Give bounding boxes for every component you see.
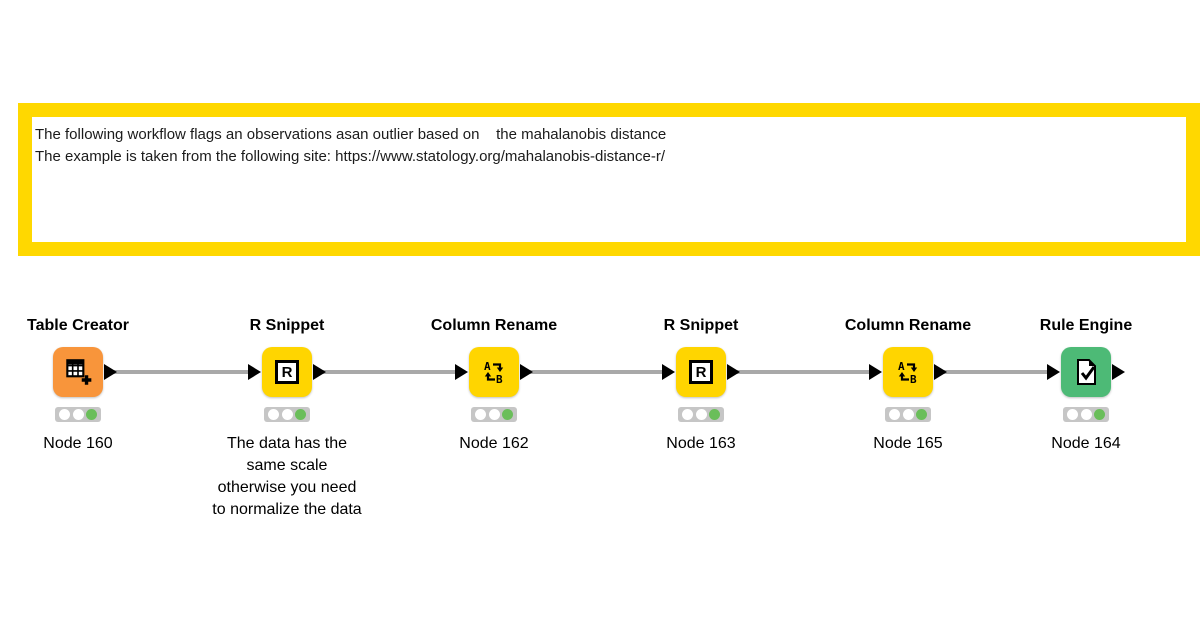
status-dot-yellow — [281, 409, 293, 420]
node-icon-r-snippet[interactable]: R — [262, 347, 312, 397]
node-label[interactable]: Node 164 — [1051, 435, 1121, 452]
traffic-light — [55, 407, 101, 422]
svg-text:B: B — [910, 373, 917, 386]
a-to-b-rename-icon: A B — [898, 360, 918, 386]
a-to-b-rename-icon: A B — [484, 360, 504, 386]
connection-wire[interactable] — [737, 370, 871, 374]
status-dot-green — [709, 409, 720, 420]
output-port[interactable] — [520, 364, 533, 380]
document-checkmark-icon — [1077, 359, 1096, 385]
node-column-rename-2: Column Rename A B Node 165 — [808, 316, 1008, 526]
node-comment-line: The data has the — [226, 435, 348, 452]
output-port[interactable] — [727, 364, 740, 380]
table-grid-plus-icon — [66, 359, 92, 385]
connection-wire[interactable] — [944, 370, 1049, 374]
node-comment-line: to normalize the data — [212, 501, 362, 518]
node-label[interactable]: Node 165 — [873, 435, 943, 452]
node-title: Column Rename — [430, 317, 558, 334]
status-dot-green — [916, 409, 927, 420]
traffic-light — [1063, 407, 1109, 422]
node-label[interactable]: Node 163 — [666, 435, 736, 452]
node-title: Table Creator — [27, 317, 129, 334]
input-port[interactable] — [455, 364, 468, 380]
status-dot-green — [295, 409, 306, 420]
output-port[interactable] — [313, 364, 326, 380]
output-port[interactable] — [104, 364, 117, 380]
node-title: R Snippet — [249, 317, 325, 334]
node-title: Rule Engine — [1039, 317, 1133, 334]
status-dot-green — [86, 409, 97, 420]
status-dot-red — [889, 409, 900, 420]
annotation-text-line: The following workflow flags an observat… — [35, 126, 667, 143]
status-dot-green — [1094, 409, 1105, 420]
node-icon-column-rename[interactable]: A B — [469, 347, 519, 397]
node-label[interactable]: Node 162 — [459, 435, 529, 452]
r-letter-icon: R — [275, 360, 299, 384]
node-r-snippet-1: R Snippet R The data has the same scale … — [187, 316, 387, 526]
traffic-light — [264, 407, 310, 422]
node-icon-column-rename[interactable]: A B — [883, 347, 933, 397]
connection-wire[interactable] — [530, 370, 664, 374]
node-label[interactable]: Node 160 — [43, 435, 113, 452]
node-title: Column Rename — [844, 317, 972, 334]
traffic-light — [885, 407, 931, 422]
input-port[interactable] — [248, 364, 261, 380]
status-dot-yellow — [1080, 409, 1092, 420]
status-dot-red — [1067, 409, 1078, 420]
input-port[interactable] — [869, 364, 882, 380]
annotation-text-line: The example is taken from the following … — [35, 148, 666, 165]
annotation-box[interactable]: The following workflow flags an observat… — [18, 103, 1200, 256]
status-dot-red — [59, 409, 70, 420]
node-comment-line: otherwise you need — [217, 479, 357, 496]
node-icon-table-creator[interactable] — [53, 347, 103, 397]
node-table-creator: Table Creator Node 160 — [0, 316, 178, 526]
svg-text:A: A — [484, 360, 491, 373]
status-dot-yellow — [72, 409, 84, 420]
status-dot-red — [268, 409, 279, 420]
status-dot-red — [682, 409, 693, 420]
node-title: R Snippet — [663, 317, 739, 334]
node-comment-line: same scale — [246, 457, 328, 474]
node-column-rename-1: Column Rename A B Node 162 — [394, 316, 594, 526]
input-port[interactable] — [1047, 364, 1060, 380]
status-dot-green — [502, 409, 513, 420]
svg-text:A: A — [898, 360, 905, 373]
r-letter-icon: R — [689, 360, 713, 384]
node-icon-rule-engine[interactable] — [1061, 347, 1111, 397]
status-dot-yellow — [488, 409, 500, 420]
input-port[interactable] — [662, 364, 675, 380]
status-dot-red — [475, 409, 486, 420]
node-icon-r-snippet[interactable]: R — [676, 347, 726, 397]
connection-wire[interactable] — [114, 370, 250, 374]
output-port[interactable] — [1112, 364, 1125, 380]
node-comment[interactable]: The data has the same scale otherwise yo… — [187, 433, 387, 521]
traffic-light — [471, 407, 517, 422]
traffic-light — [678, 407, 724, 422]
status-dot-yellow — [902, 409, 914, 420]
output-port[interactable] — [934, 364, 947, 380]
status-dot-yellow — [695, 409, 707, 420]
connection-wire[interactable] — [323, 370, 457, 374]
node-r-snippet-2: R Snippet R Node 163 — [601, 316, 801, 526]
svg-text:B: B — [496, 373, 503, 386]
node-rule-engine: Rule Engine Node 164 — [986, 316, 1186, 526]
